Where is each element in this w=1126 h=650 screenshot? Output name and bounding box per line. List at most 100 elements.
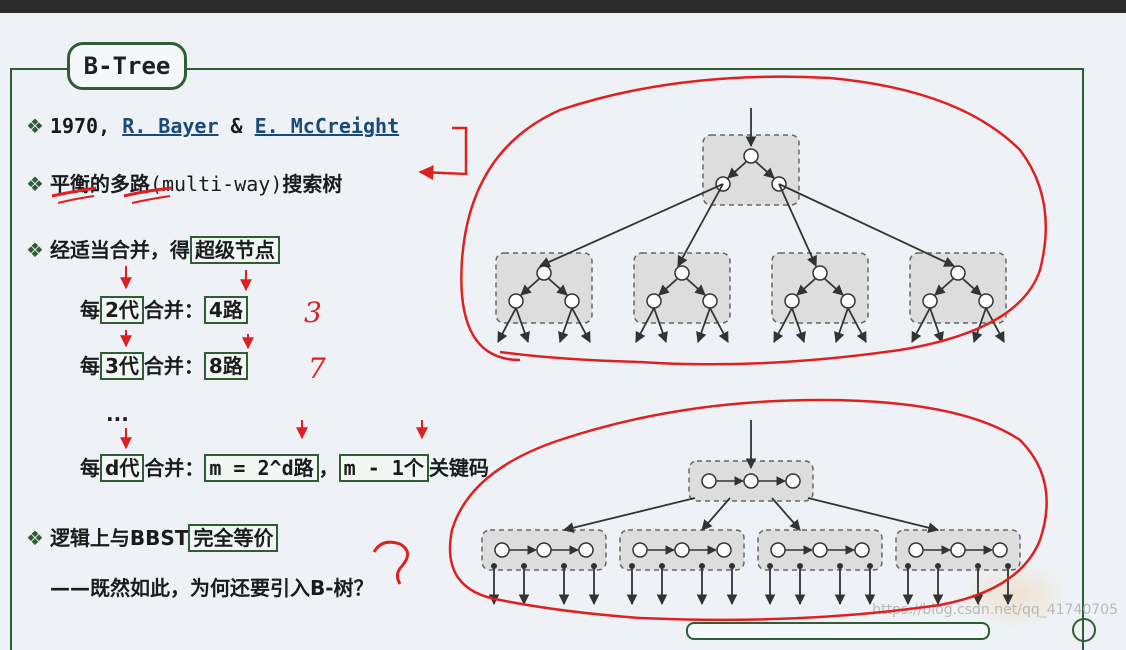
handwritten-annotations: 3 7 xyxy=(51,75,1048,622)
tree-node xyxy=(536,265,552,281)
tree-edge xyxy=(834,307,849,344)
separator: ， xyxy=(318,456,339,480)
tree-node xyxy=(632,542,648,558)
tree-node xyxy=(812,542,828,558)
tree-node xyxy=(950,542,966,558)
question-mark-annotation xyxy=(372,540,409,585)
bullet-line-supernode: ❖经适当合并，得超级节点 xyxy=(26,234,280,264)
pointer-dot xyxy=(699,563,705,569)
tree-edge xyxy=(677,183,724,267)
tree-edge xyxy=(778,183,955,267)
tree-edge xyxy=(773,307,793,343)
bullet-line-history: ❖1970, R. Bayer & E. McCreight xyxy=(26,114,399,138)
tree-edge xyxy=(791,307,806,344)
generation-d-box: d代 xyxy=(100,454,145,482)
ways-m-box: m = 2^d路 xyxy=(204,454,319,482)
underline-annotation xyxy=(123,186,173,198)
ways-4-box: 4路 xyxy=(203,296,248,324)
tree-node xyxy=(854,542,870,558)
pointer-dot xyxy=(767,563,773,569)
tree-edge xyxy=(962,278,982,296)
merge-label: 合并： xyxy=(143,354,204,378)
annotation-number-7: 7 xyxy=(308,352,326,385)
search-tree-text: 搜索树 xyxy=(282,172,343,196)
tree-edge xyxy=(539,183,724,267)
btree-diagram: 3 7 xyxy=(51,75,1048,622)
tree-edge xyxy=(824,278,844,296)
tree-edge xyxy=(778,183,817,267)
tree-edge xyxy=(686,278,706,296)
merge-label: 合并： xyxy=(144,456,205,480)
multiway-text: (multi-way) xyxy=(149,172,283,196)
tree-node xyxy=(743,148,759,164)
pointer-dot xyxy=(659,563,665,569)
tree-node xyxy=(674,542,690,558)
tree-edge xyxy=(929,307,944,344)
tree-edge xyxy=(727,161,747,179)
ellipsis: ... xyxy=(106,402,129,426)
question-line: ——既然如此，为何还要引入B-树？ xyxy=(50,576,374,600)
pointer-dot xyxy=(491,563,497,569)
btree-supernode-diagram xyxy=(481,420,1021,606)
tree-edge xyxy=(497,307,517,343)
tree-node xyxy=(922,293,938,309)
author-bayer-link[interactable]: R. Bayer xyxy=(122,114,219,138)
diamond-bullet-icon: ❖ xyxy=(26,238,44,262)
pointer-dot xyxy=(837,563,843,569)
keys-box: m - 1个 xyxy=(338,454,429,482)
underline-annotation xyxy=(131,195,171,204)
tree-node xyxy=(716,542,732,558)
tree-node xyxy=(840,293,856,309)
tree-edge xyxy=(985,307,1005,343)
tree-edge xyxy=(635,307,655,343)
slide-title: B-Tree xyxy=(67,42,187,90)
pointer-dot xyxy=(935,563,941,569)
every-text: 每 xyxy=(80,456,100,480)
diamond-bullet-icon: ❖ xyxy=(26,526,44,550)
tree-edge xyxy=(972,307,987,344)
slide-frame xyxy=(10,68,1084,650)
supernode-box: 超级节点 xyxy=(189,236,280,264)
merge-text: 经适当合并，得 xyxy=(49,238,190,262)
ampersand: & xyxy=(218,114,255,138)
tree-node xyxy=(578,542,594,558)
tree-edge xyxy=(558,307,573,344)
diamond-bullet-icon: ❖ xyxy=(26,172,44,196)
bracket-arrow-annotation xyxy=(418,126,468,181)
annotation-number-3: 3 xyxy=(304,296,322,329)
child-supernode xyxy=(909,252,1007,324)
tree-node xyxy=(536,542,552,558)
pointer-dot xyxy=(975,563,981,569)
tree-node xyxy=(950,265,966,281)
tree-edge xyxy=(934,278,954,296)
tree-node xyxy=(743,473,759,489)
author-mccreight-link[interactable]: E. McCreight xyxy=(254,114,400,138)
pointer-dot xyxy=(629,563,635,569)
every-text: 每 xyxy=(80,354,100,378)
tree-edge xyxy=(911,307,931,343)
merge-label: 合并： xyxy=(143,298,204,322)
pointer-dot xyxy=(867,563,873,569)
pointer-dot xyxy=(561,563,567,569)
tree-node xyxy=(701,473,717,489)
pointer-dot xyxy=(729,563,735,569)
pointer-dot xyxy=(1005,563,1011,569)
pointer-dot xyxy=(797,563,803,569)
keys-suffix: 关键码 xyxy=(428,456,489,480)
tree-edge xyxy=(709,307,729,343)
tree-edge xyxy=(653,307,668,344)
tree-node xyxy=(908,542,924,558)
upper-enclosure-annotation xyxy=(460,75,1048,366)
underline-annotation xyxy=(57,195,95,204)
tree-edge xyxy=(515,307,530,344)
tree-node xyxy=(674,265,690,281)
tree-edge xyxy=(847,307,867,343)
tree-node xyxy=(770,542,786,558)
year-text: 1970, xyxy=(49,114,123,138)
tree-node xyxy=(992,542,1008,558)
diamond-bullet-icon: ❖ xyxy=(26,114,44,138)
